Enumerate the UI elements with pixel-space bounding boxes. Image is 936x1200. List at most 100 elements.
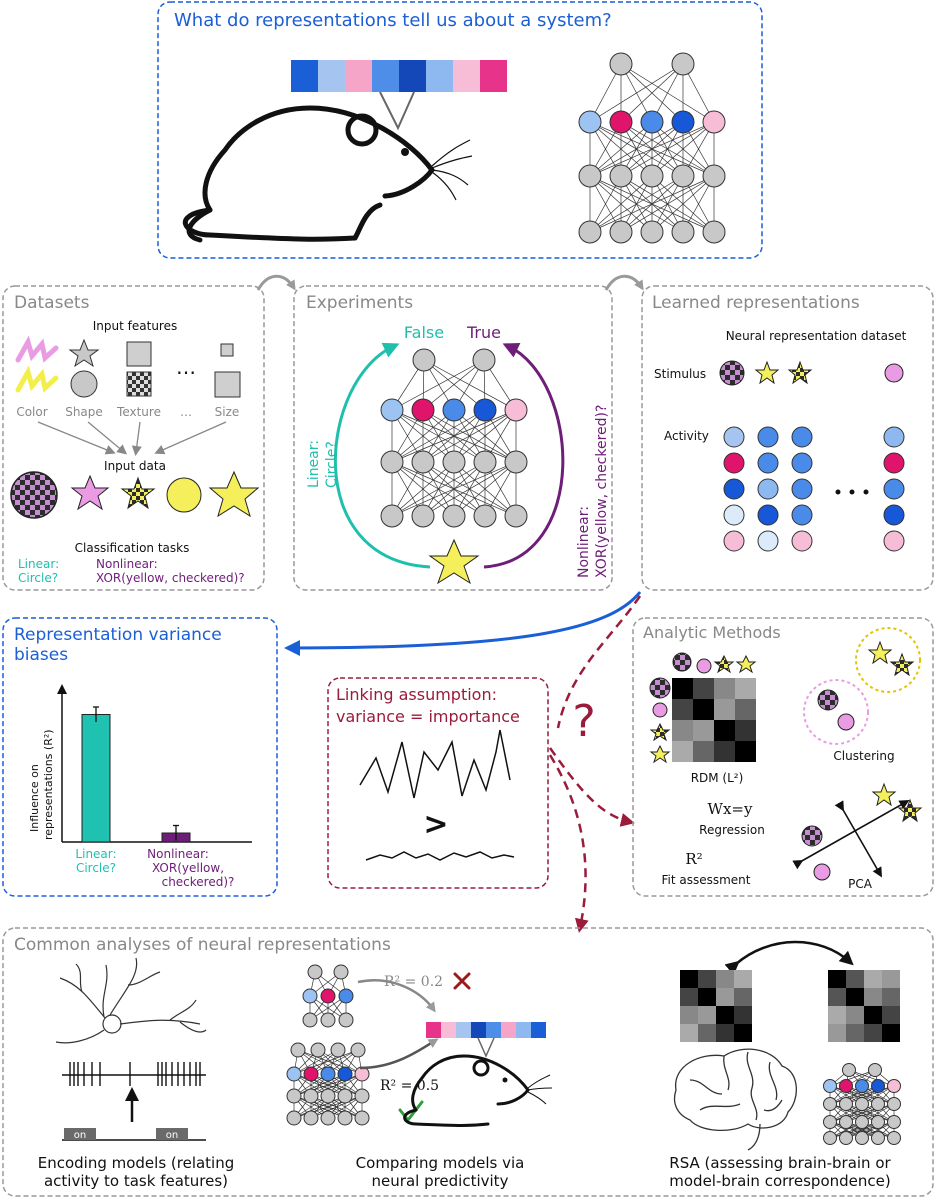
code-cell: [345, 60, 372, 92]
to-analytic-arrow: [548, 747, 635, 827]
rdm-cell: [672, 699, 693, 720]
network-node: [887, 1097, 901, 1111]
on-block-1: [64, 1128, 96, 1140]
network-node: [640, 164, 664, 188]
linking-title-1: Linking assumption:: [336, 685, 497, 704]
network-node: [338, 1012, 354, 1028]
input-data-label: Input data: [104, 459, 166, 473]
cluster-pink-ring: [803, 679, 869, 745]
datasets-linear-2: Circle?: [18, 571, 58, 585]
pca-label: PCA: [848, 877, 873, 891]
chart-bar: [81, 714, 111, 843]
rdm-cell: [672, 678, 693, 699]
rdm-cell: [680, 1024, 698, 1042]
experiment-network: [380, 348, 528, 528]
network-node: [330, 1042, 346, 1058]
network-node: [320, 1012, 336, 1028]
rdm-cell: [693, 720, 714, 741]
network-node: [578, 220, 602, 244]
network-node: [320, 1066, 336, 1082]
rdm-cell: [735, 741, 756, 762]
rdm-cell: [846, 970, 864, 988]
network-node: [855, 1079, 869, 1093]
rdm-cell: [680, 1006, 698, 1024]
network-node: [473, 398, 497, 422]
network-node: [839, 1079, 853, 1093]
learned-to-variance-arrow: [284, 591, 642, 656]
rdm-cell: [672, 741, 693, 762]
network-node: [887, 1079, 901, 1093]
network-node: [320, 988, 336, 1004]
network-node: [303, 1088, 319, 1104]
rdm-cell: [672, 720, 693, 741]
small-mouse-whiskers: [527, 1074, 553, 1105]
datasets-linear-1: Linear:: [18, 557, 59, 571]
network-node: [671, 110, 695, 134]
network-node: [609, 220, 633, 244]
rdm-cell: [864, 970, 882, 988]
network-node: [442, 398, 466, 422]
network-node: [855, 1115, 869, 1129]
mouse-eye: [401, 148, 409, 156]
rdm-cell: [734, 1024, 752, 1042]
network-node: [823, 1079, 837, 1093]
rdm-cell: [698, 1006, 716, 1024]
on-label-2: on: [166, 1130, 178, 1141]
network-node: [303, 1066, 319, 1082]
rdm-label: RDM (L²): [691, 771, 744, 785]
network-node: [307, 964, 323, 980]
network-node: [380, 504, 404, 528]
activity-unit: [757, 452, 779, 474]
small-net-arrow: [357, 979, 436, 1013]
rdm-cell: [714, 678, 735, 699]
rdm-cell: [882, 988, 900, 1006]
learned-to-linking-arrow: [556, 595, 642, 729]
exp-linear-side-2: Circle?: [324, 441, 340, 488]
rdm-row-checker-star: [649, 722, 671, 742]
network-node: [380, 450, 404, 474]
rdm-col-yellow-star: [735, 654, 757, 674]
neuron-drawing: [55, 957, 207, 1044]
top-title: What do representations tell us about a …: [174, 10, 612, 31]
code-cell: [516, 1022, 531, 1038]
rdm-cell: [714, 720, 735, 741]
learned-title: Learned representations: [652, 293, 860, 313]
network-node: [578, 110, 602, 134]
code-cell: [399, 60, 426, 92]
network-node: [473, 504, 497, 528]
activity-label: Activity: [664, 429, 709, 443]
datasets-panel: [2, 285, 265, 591]
top-panel: [157, 1, 763, 259]
rsa-correspondence-arrow: [724, 940, 854, 976]
brain-drawing: [673, 1048, 797, 1151]
network-node: [412, 348, 436, 372]
electrode: [379, 91, 415, 131]
rdm-cell: [828, 1024, 846, 1042]
r2-low-label: R² = 0.2: [384, 974, 443, 990]
low-variance-line: [365, 851, 515, 861]
rdm-cell: [735, 699, 756, 720]
network-node: [350, 1042, 366, 1058]
rdm-cell: [882, 1024, 900, 1042]
spike-train: [69, 1062, 201, 1086]
activity-unit: [757, 504, 779, 526]
neural-dataset-label: Neural representation dataset: [726, 329, 907, 343]
feature-square: [126, 341, 152, 367]
network-node: [302, 988, 318, 1004]
cluster-pink-circle: [837, 713, 855, 731]
question-mark: ?: [572, 696, 595, 747]
true-label: True: [466, 323, 501, 342]
network-node: [302, 1012, 318, 1028]
activity-unit: [723, 478, 745, 500]
cluster-checker-circle: [817, 689, 839, 711]
activity-unit: [883, 478, 905, 500]
mid-code-bar: [426, 1022, 546, 1038]
activity-unit: [791, 426, 813, 448]
linear-arrow: [334, 342, 431, 569]
network-node: [504, 398, 528, 422]
network-node: [839, 1097, 853, 1111]
network-node: [290, 1042, 306, 1058]
rdm-cell: [828, 1006, 846, 1024]
network-node: [640, 110, 664, 134]
feature-size-small: [220, 343, 234, 357]
